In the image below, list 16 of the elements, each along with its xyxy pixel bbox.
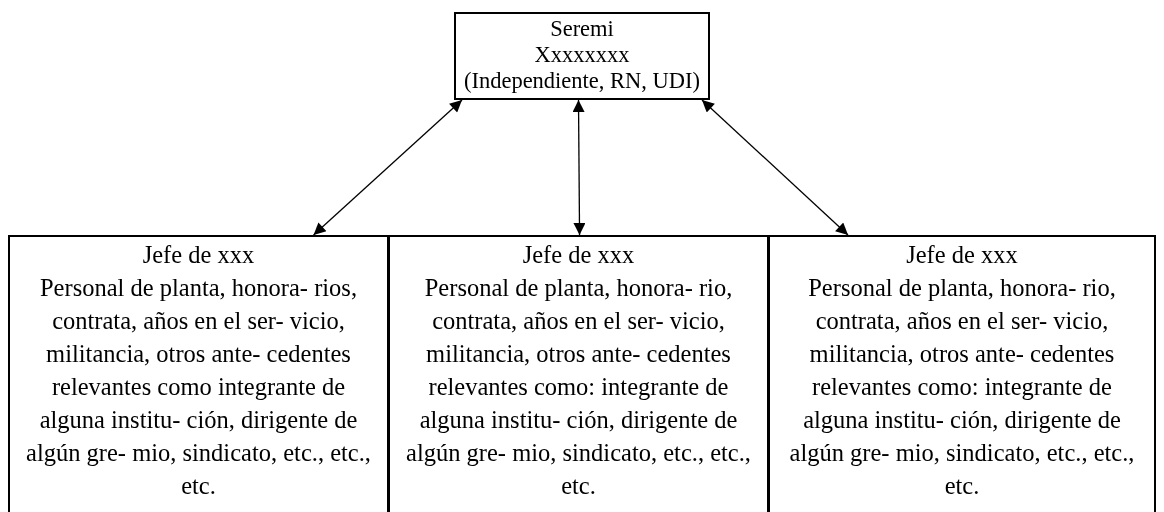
position-box xyxy=(454,12,710,100)
role-title: Jefe de xxx xyxy=(141,240,256,270)
role-description: Personal de planta, honora- rios, contrata, años en el ser- vicio, militancia, otros ante- cedentes relevantes como integrante de alguna institu- ción, dirigente de algún gre- mio, sindicato, etc., etc., etc. xyxy=(25,273,372,501)
role-description: Personal de planta, honora- rio, contrata, años en el ser- vicio, militancia, otros ante- cedentes relevantes como: integrante de alguna institu- ción, dirigente de algún gre- mio, sindicato, etc., etc., etc. xyxy=(788,273,1136,501)
double-arrow xyxy=(701,99,849,236)
position-detail: (Independiente, RN, UDI) xyxy=(462,68,702,94)
role-title: Jefe de xxx xyxy=(521,240,636,270)
role-title: Jefe de xxx xyxy=(905,240,1019,270)
role-description: Personal de planta, honora- rio, contrata, años en el ser- vicio, militancia, otros ante- cedentes relevantes como: integrante de alguna institu- ción, dirigente de algún gre- mio, sindicato, etc., etc., etc. xyxy=(405,273,752,501)
position-title: Seremi xyxy=(549,16,615,42)
double-arrow xyxy=(312,99,463,236)
staff-box xyxy=(8,235,389,512)
double-arrow xyxy=(572,99,586,236)
position-detail: Xxxxxxxx xyxy=(533,42,631,68)
staff-box xyxy=(768,235,1156,512)
staff-box xyxy=(388,235,769,512)
